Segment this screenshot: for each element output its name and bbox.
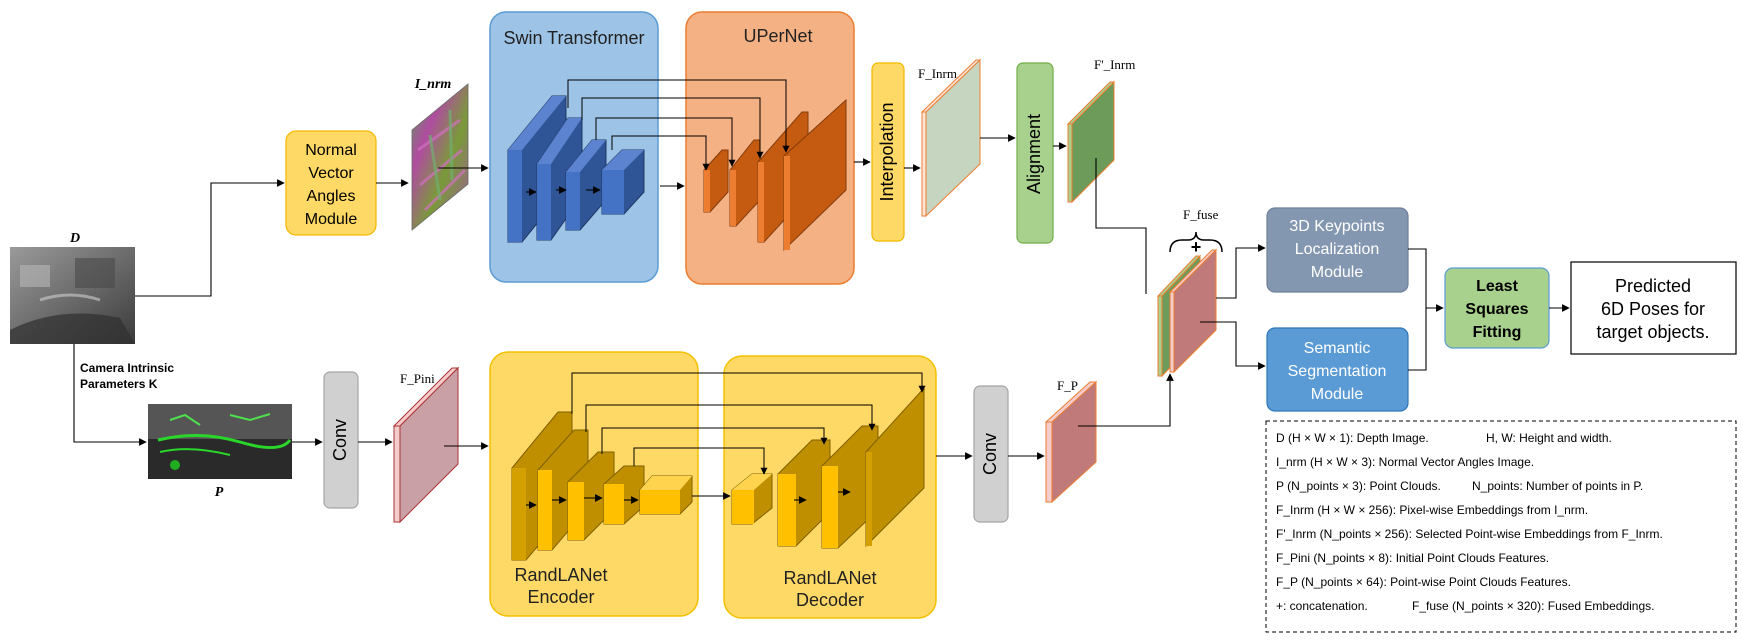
conv-box-2 [973,385,1009,523]
point-cloud-label: P [215,485,224,500]
alignment-label: Alignment [1024,114,1044,194]
f-fuse-feature [1156,248,1218,378]
depth-image [10,247,135,344]
legend-line-6: F_Pini (N_points × 8): Initial Point Clo… [1276,551,1549,565]
connectors [73,134,1570,509]
fp-inrm-feature [1066,80,1116,204]
legend-lines: D (H × W × 1): Depth Image. H, W: Height… [1276,431,1663,613]
interpolation-box [871,62,905,242]
semseg-label-2: Segmentation [1288,363,1387,380]
swin-upernet-skips [567,79,790,171]
conv-box-1 [323,371,359,509]
keypoints-label-1: 3D Keypoints [1289,218,1384,235]
output-label-2: 6D Poses for [1601,299,1705,319]
randla-encoder-blocks [511,411,693,561]
point-cloud-image [148,404,292,479]
legend-line-3b: N_points: Number of points in P. [1472,479,1643,493]
f-inrm-feature [920,58,982,218]
output-label-1: Predicted [1615,276,1691,296]
inrm-label: I_nrm [414,77,452,92]
randla-decoder-blocks [731,386,925,549]
f-fuse-label: F_fuse [1183,207,1219,222]
nvam-label-1: Normal [305,142,357,159]
fp-inrm-label: F'_Inrm [1094,57,1135,72]
keypoints-label-3: Module [1311,264,1364,281]
legend-line-1b: H, W: Height and width. [1486,431,1612,445]
lsq-label-2: Squares [1465,301,1528,318]
randlanet-encoder-label-1: RandLANet [514,565,607,585]
camera-label-1: Camera Intrinsic [80,361,174,375]
legend-line-5: F'_Inrm (N_points × 256): Selected Point… [1276,527,1663,541]
randlanet-encoder-label-2: Encoder [527,587,594,607]
legend-line-4: F_Inrm (H × W × 256): Pixel-wise Embeddi… [1276,503,1588,517]
output-label-3: target objects. [1596,322,1709,342]
keypoints-label-2: Localization [1295,241,1380,258]
legend-line-3a: P (N_points × 3): Point Clouds. [1276,479,1441,493]
upernet-blocks [703,98,847,252]
interpolation-label: Interpolation [877,102,897,201]
legend-line-8a: +: concatenation. [1276,599,1368,613]
legend-box [1265,420,1737,633]
nvam-label-4: Module [305,211,358,228]
legend-line-2: I_nrm (H × W × 3): Normal Vector Angles … [1276,455,1534,469]
conv-label-2: Conv [980,433,1000,475]
lsq-label-3: Fitting [1473,324,1522,341]
encoder-decoder-skips [571,372,926,475]
output-box [1570,261,1737,355]
upernet-label: UPerNet [743,26,812,46]
legend-line-7: F_P (N_points × 64): Point-wise Point Cl… [1276,575,1571,589]
swin-transformer-label: Swin Transformer [503,28,644,48]
randlanet-decoder-label-2: Decoder [796,590,864,610]
lsq-label-1: Least [1476,278,1518,295]
legend-line-1a: D (H × W × 1): Depth Image. [1276,431,1429,445]
swin-blocks [507,95,645,243]
f-pini-label: F_Pini [400,371,435,386]
depth-label: D [69,231,80,246]
f-p-feature [1044,380,1098,504]
concat-plus: + [1191,237,1202,257]
conv-label-1: Conv [330,419,350,461]
legend-line-8b: F_fuse (N_points × 320): Fused Embedding… [1412,599,1654,613]
f-inrm-label: F_Inrm [918,66,957,81]
camera-label-2: Parameters K [80,377,158,391]
randlanet-decoder-label-1: RandLANet [783,568,876,588]
semseg-label-3: Module [1311,386,1364,403]
semseg-label-1: Semantic [1304,340,1371,357]
alignment-box [1016,62,1054,244]
keypoints-module-box [1266,207,1409,293]
nvam-label-2: Vector [308,165,354,182]
f-fuse-brace [1169,231,1223,253]
f-pini-feature [392,366,460,524]
nvam-label-3: Angles [307,188,356,205]
inrm-image [411,83,469,231]
f-p-label: F_P [1057,378,1078,393]
